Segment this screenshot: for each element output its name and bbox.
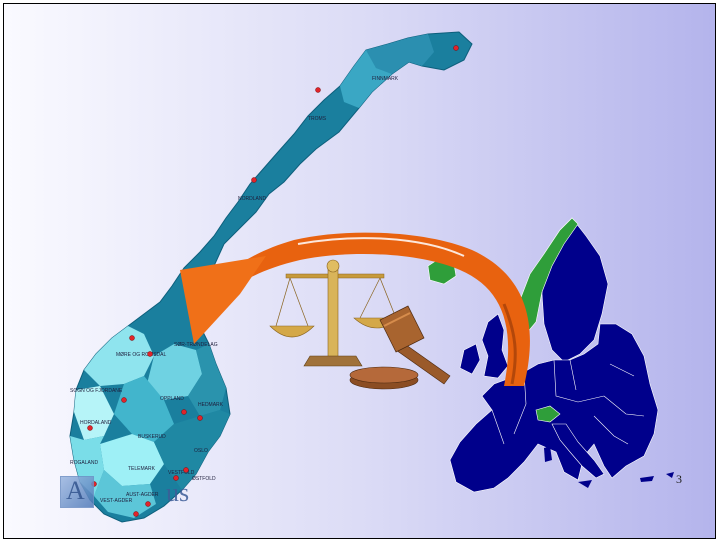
logo-box: [60, 476, 94, 508]
eu-borders: [491, 359, 645, 445]
label-ostfold: ØSTFOLD: [192, 476, 216, 482]
scales-pillar: [327, 265, 339, 361]
county-troms: [340, 50, 392, 108]
pin-icon: [251, 177, 257, 183]
norway-map: FINNMARK TROMS NORDLAND SØR-TRØNDELAG MØ…: [69, 31, 473, 523]
arrow-shaft: [234, 232, 530, 386]
norway-outline: [69, 31, 473, 523]
gavel-block-top: [349, 366, 419, 384]
label-rogaland: ROGALAND: [70, 460, 98, 466]
label-more: MØRE OG ROMSDAL: [116, 352, 167, 358]
eu-cyprus: [666, 472, 674, 478]
arrow-shaft-shade: [502, 303, 517, 385]
arrow-shaft-highlight: [297, 237, 465, 257]
arrow-head: [180, 256, 266, 344]
pin-icon: [121, 397, 127, 403]
label-hordaland: HORDALAND: [80, 420, 112, 426]
pin-icon: [453, 45, 459, 51]
logo-letter: A: [66, 476, 85, 505]
pin-icon: [183, 467, 189, 473]
slide-number: 3: [676, 472, 682, 486]
label-trondelag: SØR-TRØNDELAG: [174, 342, 218, 348]
label-hedmark: HEDMARK: [198, 402, 224, 408]
label-buskerud: BUSKERUD: [138, 434, 166, 440]
label-finnmark: FINNMARK: [372, 76, 399, 82]
pin-icon: [145, 501, 151, 507]
county-rogaland: [70, 436, 104, 496]
label-sogn: SOGN OG FJORDANE: [70, 388, 123, 394]
label-oppland: OPPLAND: [160, 396, 184, 402]
scales-base: [303, 355, 363, 367]
label-aust-agder: AUST-AGDER: [126, 492, 159, 498]
pin-icon: [197, 415, 203, 421]
pin-icon: [181, 409, 187, 415]
pin-icon: [173, 475, 179, 481]
eu-sardinia: [544, 446, 552, 462]
europe-map: [427, 217, 674, 493]
pin-icon: [315, 87, 321, 93]
switzerland-green: [535, 405, 561, 423]
scales-strings: [275, 277, 397, 327]
eu-ireland: [459, 343, 481, 375]
slide-artwork: FINNMARK TROMS NORDLAND SØR-TRØNDELAG MØ…: [69, 31, 674, 523]
pin-icon: [129, 335, 135, 341]
county-hedmark: [188, 344, 226, 416]
county-buskerud: [114, 376, 174, 442]
eu-sicily: [578, 480, 592, 488]
county-agder: [94, 470, 156, 518]
scales-left-pan: [269, 325, 315, 338]
pin-icon: [87, 425, 93, 431]
county-sogn: [84, 326, 154, 386]
county-telemark: [100, 434, 164, 486]
county-hordaland: [74, 386, 114, 440]
pin-icon: [147, 351, 153, 357]
county-oppland: [146, 344, 202, 400]
eu-uk: [481, 313, 509, 379]
gavel-head: [379, 305, 425, 353]
label-vest-agder: VEST-AGDER: [100, 498, 133, 504]
pin-icon: [133, 511, 139, 517]
logo: A us: [60, 476, 190, 512]
scales-gavel-clipart: [269, 259, 451, 390]
label-telemark: TELEMARK: [128, 466, 156, 472]
label-oslo: OSLO: [194, 448, 208, 454]
county-ostfold: [154, 410, 230, 490]
orange-arrow: [180, 232, 530, 386]
label-nordland: NORDLAND: [238, 196, 266, 202]
county-finnmark: [366, 34, 434, 74]
label-vestfold: VESTFOLD: [168, 470, 195, 476]
slide: FINNMARK TROMS NORDLAND SØR-TRØNDELAG MØ…: [3, 3, 716, 539]
scales-top-knob: [326, 259, 340, 273]
eu-crete: [640, 476, 654, 482]
gavel-head-highlight: [383, 312, 411, 327]
label-troms: TROMS: [308, 116, 327, 122]
logo-text: us: [166, 478, 190, 507]
eu-italy: [551, 423, 605, 479]
